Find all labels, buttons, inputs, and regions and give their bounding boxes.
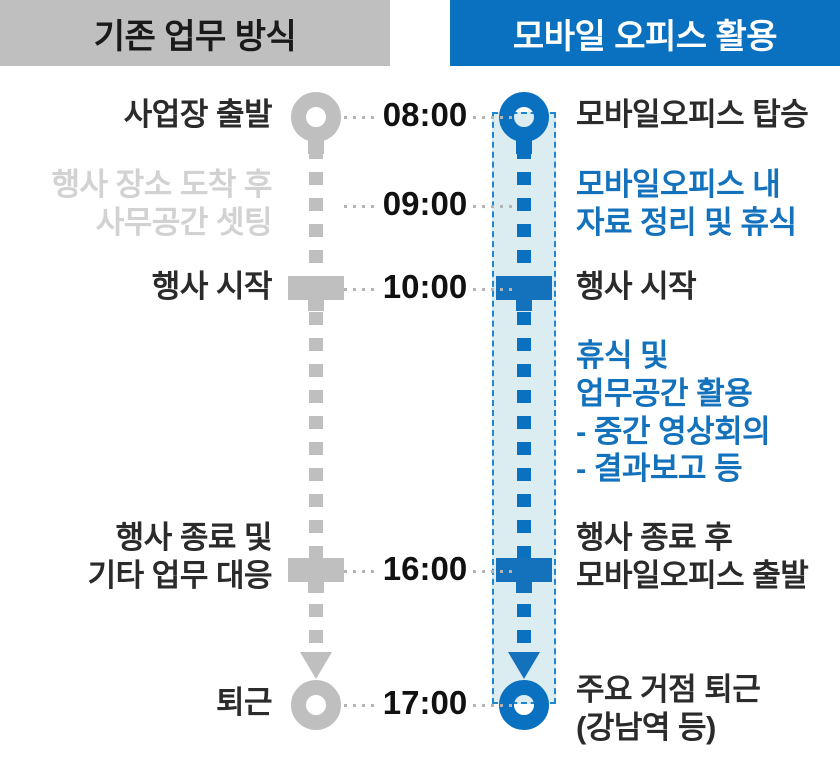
spine-segment-left-3: [309, 604, 323, 656]
node-bar-tab: [516, 300, 532, 311]
left-entry-label-departure: 사업장 출발: [123, 97, 273, 132]
timeline-spine-left: [309, 0, 323, 762]
time-label-1600: 16:00: [382, 550, 468, 587]
left-entry-label-setup: 행사 장소 도착 후 사무공간 셋팅: [51, 167, 273, 240]
left-entry-label-event-end: 행사 종료 및 기타 업무 대응: [87, 520, 273, 593]
spine-segment-right-2: [517, 312, 531, 558]
connector-right-1000: [473, 288, 518, 291]
connector-left-1700: [344, 704, 376, 707]
node-bar-tab: [308, 582, 324, 593]
node-bar-left-event-start: [288, 276, 344, 311]
connector-left-0800: [344, 116, 376, 119]
node-stem-right-boarding: [516, 138, 532, 154]
right-entry-label-onboard-work: 모바일오피스 내 자료 정리 및 휴식: [576, 167, 797, 240]
left-entry-label-leave-work: 퇴근: [215, 685, 273, 720]
node-bar-tab: [308, 300, 324, 311]
connector-right-1700: [473, 704, 518, 707]
spine-segment-right-1: [517, 146, 531, 264]
node-ring-left-departure: [291, 92, 341, 142]
connector-left-1600: [344, 570, 376, 573]
time-label-1000: 10:00: [382, 268, 468, 305]
right-entry-label-leave-work: 주요 거점 퇴근 (강남역 등): [576, 672, 761, 745]
time-label-0800: 08:00: [382, 96, 468, 133]
node-ring-right-leave-work: [499, 680, 549, 730]
spine-segment-left-2: [309, 312, 323, 558]
connector-right-0800: [473, 116, 518, 119]
header-bar-conventional: 기존 업무 방식: [0, 0, 390, 66]
node-bar-tab: [516, 582, 532, 593]
header-left-label: 기존 업무 방식: [93, 17, 297, 56]
connector-right-1600: [473, 570, 518, 573]
right-entry-label-rest-and-work: 휴식 및 업무공간 활용 - 중간 영상회의 - 결과보고 등: [576, 338, 771, 487]
left-entry-label-event-start: 행사 시작: [151, 269, 273, 304]
node-ring-right-boarding: [499, 92, 549, 142]
arrow-down-icon-right: [508, 652, 540, 679]
node-bar-left-event-end: [288, 558, 344, 593]
spine-segment-left-1: [309, 146, 323, 264]
spine-segment-right-3: [517, 604, 531, 656]
timeline-spine-right: [517, 0, 531, 762]
right-entry-label-event-end: 행사 종료 후 모바일오피스 출발: [576, 520, 809, 593]
connector-left-1000: [344, 288, 376, 291]
right-entry-label-boarding: 모바일오피스 탑승: [576, 97, 809, 132]
connector-right-0900: [473, 205, 518, 208]
node-ring-left-leave-work: [291, 680, 341, 730]
header-bar-mobile-office: 모바일 오피스 활용: [450, 0, 840, 66]
right-entry-label-event-start: 행사 시작: [576, 269, 697, 304]
connector-left-0900: [344, 205, 376, 208]
arrow-down-icon-left: [300, 652, 332, 679]
time-label-0900: 09:00: [382, 185, 468, 222]
header-right-label: 모바일 오피스 활용: [512, 17, 778, 56]
time-label-1700: 17:00: [382, 684, 468, 721]
node-stem-left-departure: [308, 138, 324, 154]
